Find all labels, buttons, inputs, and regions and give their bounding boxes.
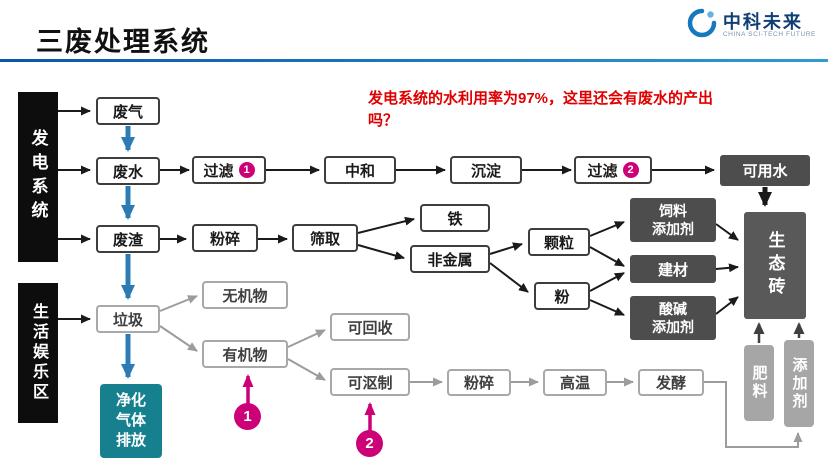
arrow-organic-to-recyclable — [287, 329, 326, 348]
node-usable-water-label: 可用水 — [742, 163, 788, 180]
arrow-ferment-to-additive — [704, 381, 803, 448]
node-iron: 铁 — [420, 204, 490, 232]
node-powder: 粉 — [534, 282, 590, 310]
node-acid-base-additive-line1: 酸碱 — [659, 300, 687, 317]
node-waste-water: 废水 — [96, 157, 160, 185]
node-powder-label: 粉 — [554, 288, 570, 306]
node-waste-gas-label: 废气 — [112, 103, 143, 121]
node-additive-label: 添加剂 — [790, 356, 808, 411]
node-high-temp: 高温 — [543, 369, 607, 396]
node-purified-gas-emission: 净化 气体 排放 — [100, 384, 162, 458]
node-purified-line1: 净化 — [115, 391, 146, 409]
arrow-powder-to-acidadditive — [589, 299, 625, 316]
node-inorganic: 无机物 — [202, 281, 288, 309]
source-living-area: 生活娱乐区 — [18, 283, 58, 423]
node-ferment-label: 发酵 — [655, 375, 686, 392]
node-acid-base-additive-line2: 添加剂 — [652, 319, 694, 335]
node-waste-residue-label: 废渣 — [112, 231, 143, 249]
arrow-nonmetal-to-powder — [489, 262, 529, 293]
node-organic-label: 有机物 — [222, 346, 268, 364]
source-living-area-label: 生活娱乐区 — [30, 303, 47, 403]
node-waste-gas: 废气 — [96, 97, 160, 125]
arrow-granule-to-building — [589, 246, 625, 267]
node-fertilizer: 肥料 — [744, 345, 774, 421]
node-organic: 有机物 — [202, 340, 288, 368]
node-waste-water-label: 废水 — [112, 163, 143, 181]
node-sieve: 筛取 — [292, 224, 358, 252]
node-filter2: 过滤 2 — [574, 156, 652, 184]
node-granule-label: 颗粒 — [543, 234, 574, 252]
node-acid-base-additive: 酸碱 添加剂 — [630, 296, 716, 340]
node-iron-label: 铁 — [447, 210, 463, 228]
node-waste-residue: 废渣 — [96, 225, 160, 253]
arrow-sieve-to-nonmetal — [357, 244, 405, 260]
node-nonmetal-label: 非金属 — [427, 251, 473, 269]
source-power-system-label: 发电系统 — [28, 129, 48, 225]
node-feed-additive-line1: 饲料 — [659, 202, 687, 219]
title-divider — [0, 59, 828, 62]
node-compostable-label: 可沤制 — [347, 374, 393, 392]
node-nonmetal: 非金属 — [410, 245, 490, 273]
arrow-organic-to-compostable — [287, 358, 326, 381]
node-eco-brick: 生态砖 — [744, 212, 806, 319]
company-logo: 中科未来 CHINA SCI-TECH FUTURE — [687, 8, 816, 43]
arrow-nonmetal-to-granule — [489, 242, 523, 255]
page-title: 三废处理系统 — [36, 27, 210, 57]
node-compostable: 可沤制 — [330, 368, 410, 396]
logo-subtitle: CHINA SCI-TECH FUTURE — [722, 30, 816, 38]
node-inorganic-label: 无机物 — [222, 287, 268, 305]
arrow-garbage-to-organic — [159, 325, 198, 352]
logo-swirl-icon — [687, 8, 717, 43]
node-high-temp-label: 高温 — [559, 375, 590, 392]
node-fertilizer-label: 肥料 — [750, 365, 768, 401]
node-crush1: 粉碎 — [192, 224, 258, 252]
node-sedimentation-label: 沉淀 — [470, 162, 501, 180]
node-sedimentation: 沉淀 — [450, 156, 522, 184]
node-recyclable: 可回收 — [330, 313, 410, 341]
review-comment: 发电系统的水利用率为97%，这里还会有废水的产出吗？ — [368, 90, 714, 129]
node-crush1-label: 粉碎 — [209, 230, 240, 248]
node-filter2-label: 过滤 — [587, 162, 618, 180]
node-eco-brick-label: 生态砖 — [765, 231, 785, 300]
marker-circle-1: 1 — [234, 403, 261, 430]
node-building-material: 建材 — [630, 255, 716, 283]
node-neutralize-label: 中和 — [344, 162, 375, 180]
node-garbage-label: 垃圾 — [112, 311, 143, 329]
node-building-material-label: 建材 — [657, 261, 688, 279]
node-garbage: 垃圾 — [96, 305, 160, 333]
badge-filter1: 1 — [238, 162, 255, 178]
arrow-powder-to-building — [589, 272, 625, 292]
arrow-building-to-ecobrick — [715, 263, 739, 273]
logo-name: 中科未来 — [722, 11, 803, 32]
node-granule: 颗粒 — [528, 228, 590, 256]
node-ferment: 发酵 — [638, 369, 704, 396]
node-feed-additive-line2: 添加剂 — [652, 221, 694, 237]
node-recyclable-label: 可回收 — [347, 319, 393, 337]
marker-circle-2: 2 — [356, 430, 383, 457]
arrow-sieve-to-iron — [357, 216, 415, 234]
node-purified-line3: 排放 — [115, 432, 146, 450]
source-power-system: 发电系统 — [18, 92, 58, 262]
node-crush2-label: 粉碎 — [463, 375, 494, 392]
arrow-granule-to-feedadditive — [589, 221, 625, 237]
node-feed-additive: 饲料 添加剂 — [630, 198, 716, 242]
node-purified-line2: 气体 — [115, 411, 146, 429]
node-neutralize: 中和 — [324, 156, 396, 184]
node-usable-water: 可用水 — [720, 155, 810, 186]
node-sieve-label: 筛取 — [309, 230, 340, 248]
node-crush2: 粉碎 — [447, 369, 511, 396]
node-filter1-label: 过滤 — [203, 162, 234, 180]
arrow-garbage-to-inorganic — [159, 295, 198, 312]
badge-filter2: 2 — [622, 162, 639, 178]
node-additive: 添加剂 — [784, 340, 814, 427]
arrow-feedadditive-to-ecobrick — [715, 223, 739, 241]
node-filter1: 过滤 1 — [192, 156, 266, 184]
arrow-acidadditive-to-ecobrick — [715, 296, 739, 315]
